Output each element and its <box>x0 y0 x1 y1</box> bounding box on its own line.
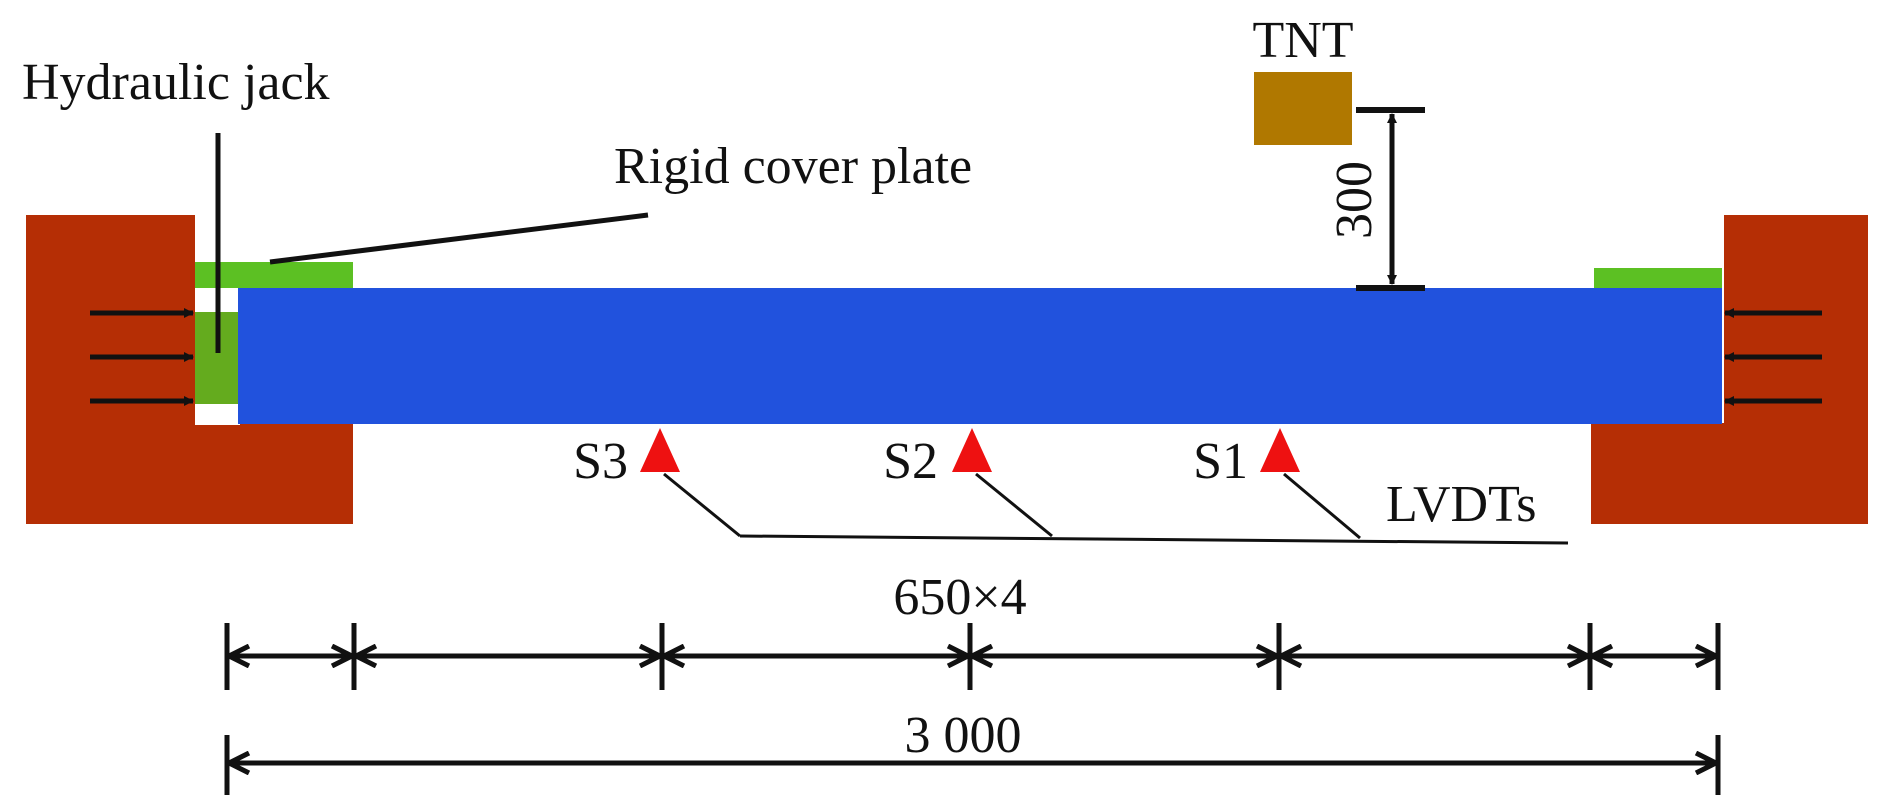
s2-label: S2 <box>883 433 938 490</box>
total-span-label: 3 000 <box>905 707 1022 764</box>
lvdts-label: LVDTs <box>1386 476 1536 533</box>
segment-spacing-label: 650×4 <box>893 569 1026 626</box>
left-load-arrows <box>90 308 194 406</box>
tnt-label: TNT <box>1252 12 1353 69</box>
left-cover-plate <box>195 262 353 288</box>
rigid-cover-plate-label: Rigid cover plate <box>614 138 972 195</box>
tnt-charge <box>1254 72 1352 145</box>
segment-dimension <box>224 623 1721 690</box>
cover-plate-leader <box>269 212 649 265</box>
left-support <box>26 215 353 524</box>
sensor-s1-triangle-up-icon <box>1260 428 1300 472</box>
slab <box>238 288 1722 424</box>
total-span-dimension <box>224 735 1721 795</box>
s1-label: S1 <box>1193 433 1248 490</box>
s3-label: S3 <box>573 433 628 490</box>
right-cover-plate <box>1594 268 1722 290</box>
right-support <box>1591 215 1868 524</box>
sensor-s3-triangle-up-icon <box>640 428 680 472</box>
hydraulic-jack-label: Hydraulic jack <box>22 54 330 111</box>
right-load-arrows <box>1724 308 1822 406</box>
standoff-label: 300 <box>1326 161 1383 239</box>
standoff-dimension <box>1356 107 1425 291</box>
sensor-s2-triangle-up-icon <box>952 428 992 472</box>
lvdt-leaders <box>663 472 1569 545</box>
